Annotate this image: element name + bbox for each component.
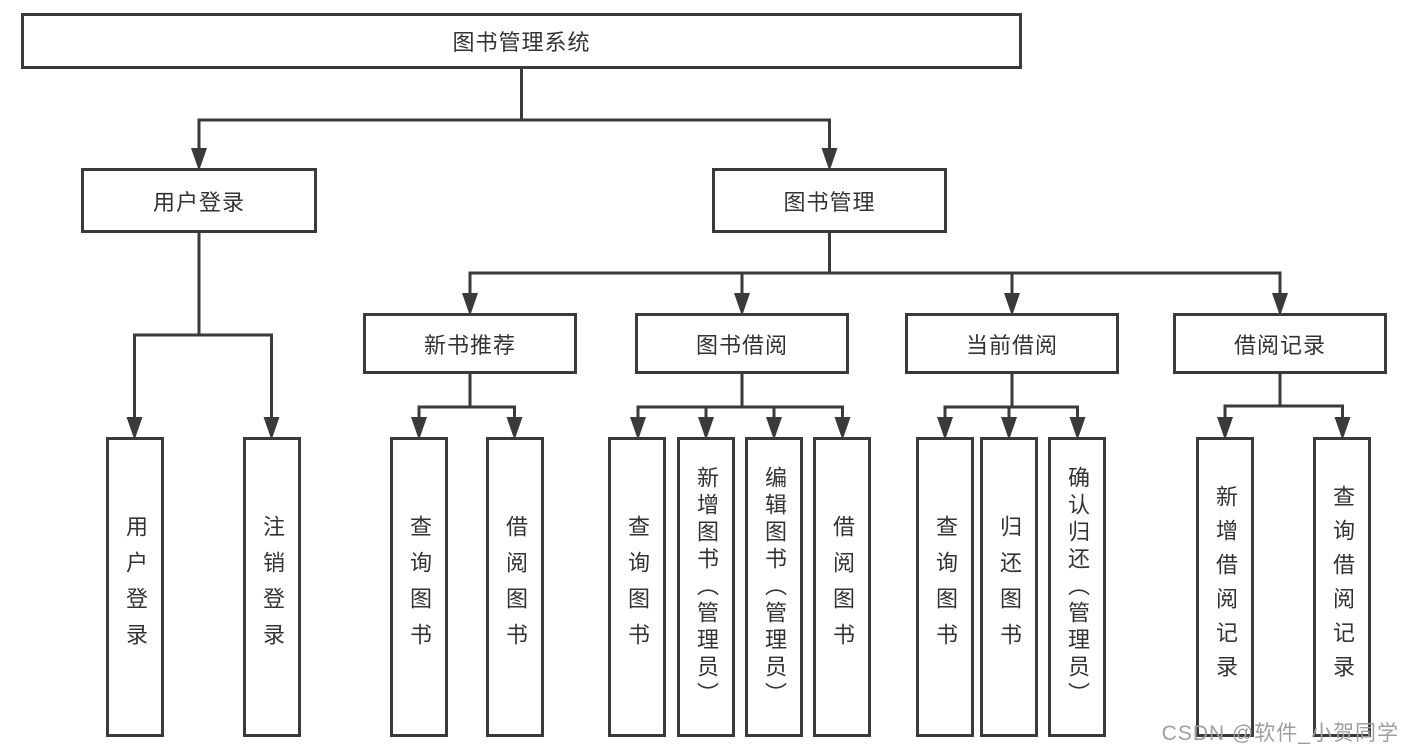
node-label: 查询借阅记录 xyxy=(1330,485,1355,689)
leaf-query-books-2: 查询图书 xyxy=(608,437,666,737)
csdn-watermark: CSDN @软件_小贺同学 xyxy=(1161,722,1399,745)
leaf-logout: 注销登录 xyxy=(243,437,301,737)
leaf-add-books-admin: 新增图书（管理员） xyxy=(677,437,735,737)
leaf-query-books-3: 查询图书 xyxy=(916,437,974,737)
node-label: 图书借阅 xyxy=(695,332,788,358)
leaf-borrow-books-1: 借阅图书 xyxy=(486,437,544,737)
node-book-borrow: 图书借阅 xyxy=(635,313,849,374)
node-label: 查询图书 xyxy=(625,515,650,659)
node-label: 借阅记录 xyxy=(1233,332,1326,358)
leaf-user-login: 用户登录 xyxy=(106,437,164,737)
leaf-edit-books-admin: 编辑图书（管理员） xyxy=(745,437,803,737)
node-library-system: 图书管理系统 xyxy=(21,13,1022,69)
node-label: 确认归还（管理员） xyxy=(1065,465,1090,709)
node-label: 新书推荐 xyxy=(423,332,516,358)
node-label: 借阅图书 xyxy=(830,515,855,659)
node-current-borrow: 当前借阅 xyxy=(905,313,1119,374)
leaf-borrow-books-2: 借阅图书 xyxy=(813,437,871,737)
node-new-book-recommend: 新书推荐 xyxy=(363,313,577,374)
leaf-confirm-return-admin: 确认归还（管理员） xyxy=(1048,437,1106,737)
node-book-management: 图书管理 xyxy=(712,168,947,233)
node-label: 注销登录 xyxy=(260,515,285,659)
node-label: 借阅图书 xyxy=(503,515,528,659)
node-borrow-record: 借阅记录 xyxy=(1173,313,1387,374)
leaf-query-borrow-record: 查询借阅记录 xyxy=(1313,437,1371,737)
node-label: 新增图书（管理员） xyxy=(694,465,719,709)
node-label: 编辑图书（管理员） xyxy=(762,465,787,709)
node-label: 新增借阅记录 xyxy=(1213,485,1238,689)
node-label: 用户登录 xyxy=(152,189,245,215)
node-label: 归还图书 xyxy=(997,515,1022,659)
node-label: 当前借阅 xyxy=(965,332,1058,358)
node-label: 用户登录 xyxy=(123,515,148,659)
node-user-login: 用户登录 xyxy=(81,168,317,233)
leaf-add-borrow-record: 新增借阅记录 xyxy=(1196,437,1254,737)
node-label: 图书管理 xyxy=(783,189,876,215)
leaf-return-books: 归还图书 xyxy=(980,437,1038,737)
leaf-query-books-1: 查询图书 xyxy=(390,437,448,737)
node-label: 查询图书 xyxy=(933,515,958,659)
node-label: 查询图书 xyxy=(407,515,432,659)
node-label: 图书管理系统 xyxy=(452,30,591,55)
